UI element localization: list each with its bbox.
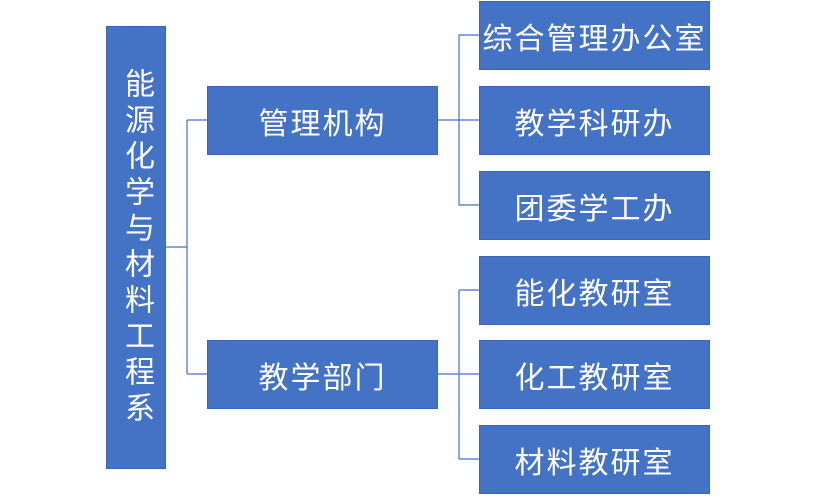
branch-2-connector [438,289,479,460]
leaf-node: 能化教研室 [479,256,710,325]
branch-node-management: 管理机构 [207,86,438,155]
leaf-node: 教学科研办 [479,86,710,155]
leaf-node: 材料教研室 [479,425,710,494]
leaf-node: 团委学工办 [479,171,710,240]
leaf-node: 化工教研室 [479,340,710,409]
branch-1-connector [438,34,479,206]
root-connector [166,119,207,375]
branch-node-teaching: 教学部门 [207,340,438,409]
leaf-node: 综合管理办公室 [479,1,710,70]
root-node: 能源化学与材料工程系 [106,26,166,469]
